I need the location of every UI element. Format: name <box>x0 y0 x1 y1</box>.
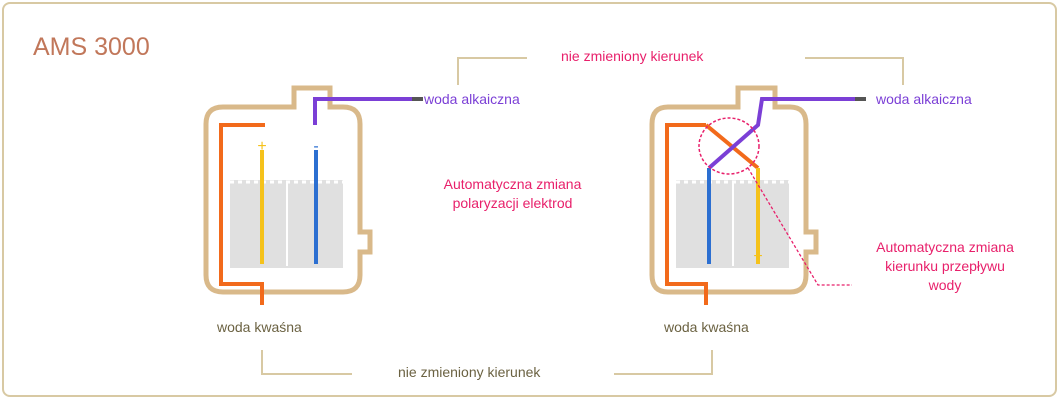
right-tank: - + <box>649 85 866 305</box>
alkaline-label-left: woda alkaiczna <box>424 91 520 107</box>
top-note: nie zmieniony kierunek <box>561 48 704 64</box>
right-minus-sign: - <box>706 248 711 265</box>
bottom-note: nie zmieniony kierunek <box>398 364 541 380</box>
right-alkaline-pipe <box>707 97 855 170</box>
flow-note-line1: Automatyczna zmiana <box>876 239 1014 255</box>
polarity-note: Automatyczna zmiana polaryzacji elektrod <box>410 176 615 211</box>
acid-label-left: woda kwaśna <box>217 319 302 335</box>
right-plus-sign: + <box>753 248 762 265</box>
left-minus-sign: - <box>313 138 318 155</box>
diagram-title: AMS 3000 <box>33 33 150 61</box>
top-bracket <box>457 57 904 85</box>
diagram-frame <box>2 2 1057 397</box>
polarity-note-line1: Automatyczna zmiana <box>443 176 582 192</box>
flow-note-line3: wody <box>928 277 962 293</box>
left-alkaline-pipe <box>313 97 412 125</box>
flow-note-line2: kierunku przepływu <box>885 258 1005 274</box>
right-acid-pipe <box>665 123 708 305</box>
polarity-note-line2: polaryzacji elektrod <box>452 195 573 211</box>
bottom-bracket <box>261 350 713 375</box>
crossover-highlight <box>698 117 760 175</box>
left-plus-sign: + <box>257 138 266 155</box>
crossover-callout-line <box>747 167 852 286</box>
acid-label-right: woda kwaśna <box>664 319 749 335</box>
flow-note: Automatyczna zmiana kierunku przepływu w… <box>845 239 1045 293</box>
left-tank: + - <box>203 85 423 305</box>
alkaline-label-right: woda alkaiczna <box>876 91 972 107</box>
left-acid-pipe <box>219 123 265 305</box>
